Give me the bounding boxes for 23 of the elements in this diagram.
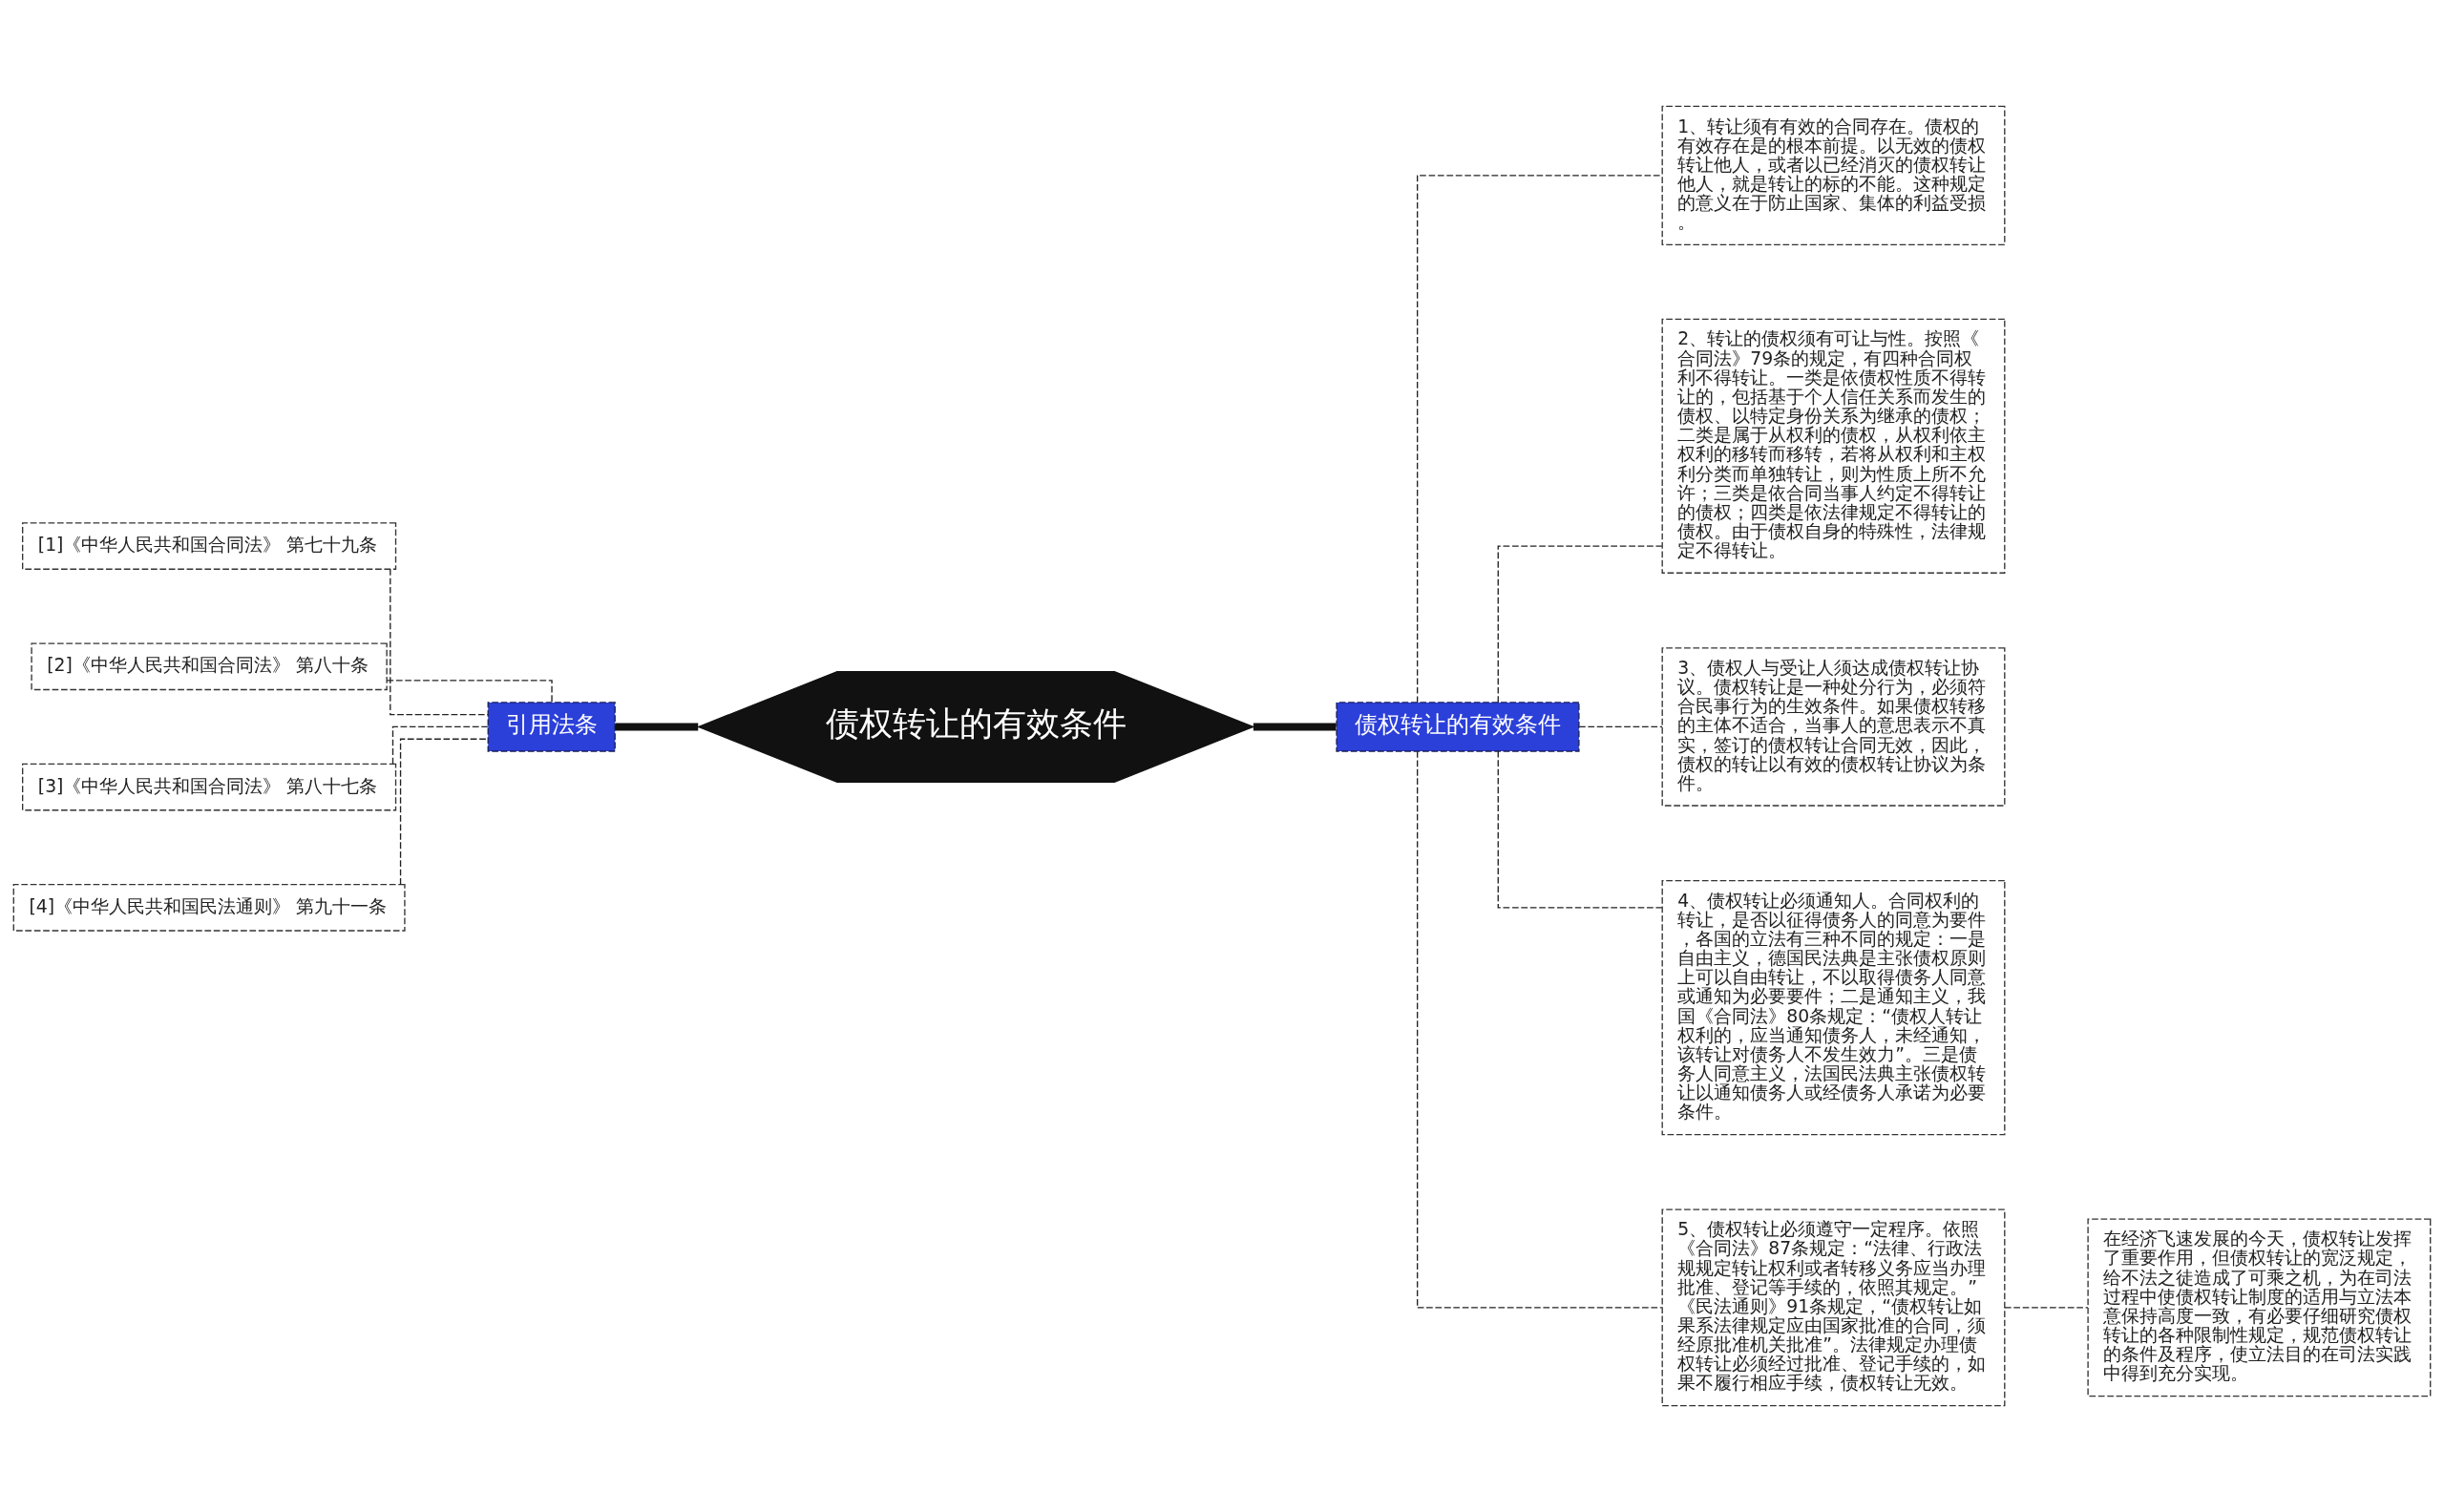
connector xyxy=(615,723,699,731)
connector xyxy=(399,738,489,886)
node-box: [3]《中华人民共和国合同法》 第八十七条 xyxy=(22,763,397,811)
node-box: 债权转让的有效条件 xyxy=(1336,702,1580,752)
node-box: [4]《中华人民共和国民法通则》 第九十一条 xyxy=(12,884,406,932)
node-box: 引用法条 xyxy=(487,702,616,752)
node-box: [2]《中华人民共和国合同法》 第八十条 xyxy=(31,642,388,691)
connector xyxy=(1578,725,1663,728)
node-box: 在经济飞速发展的今天，债权转让发挥了重要作用，但债权转让的宽泛规定，给不法之徒造成了可乘之机，为在司法过程中使债权转让制度的适用与立法本意保持高度一致，有必要仔细研究债权转让的各种限制性规定，规范债权转让的条件及程序，使立法目的在司法实践中得到充分实现。 xyxy=(2087,1218,2432,1397)
connector xyxy=(2004,1307,2089,1309)
node-box: 1、转让须有有效的合同存在。债权的有效存在是的根本前提。以无效的债权转让他人，或者以已经消灭的债权转让他人，就是转让的标的不能。这种规定的意义在于防止国家、集体的利益受损。 xyxy=(1661,105,2006,246)
connector xyxy=(1417,750,1663,1309)
connector xyxy=(1497,545,1663,704)
connector xyxy=(1497,750,1663,909)
node-box: 4、债权转让必须通知人。合同权利的转让，是否以征得债务人的同意为要件，各国的立法有三种不同的规定：一是自由主义，德国民法典是主张债权原则上可以自由转让，不以取得债务人同意或通知为必要要件；二是通知主义，我国《合同法》80条规定：“债权人转让权利的，应当通知债务人，未经通知，该转让对债务人不发生效力”。三是债务人同意主义，法国民法典主张债权转让以通知债务人或经债务人承诺为必要条件。 xyxy=(1661,879,2006,1136)
connector xyxy=(390,568,489,716)
node-box: 3、债权人与受让人须达成债权转让协议。债权转让是一种处分行为，必须符合民事行为的生效条件。如果债权转移的主体不适合，当事人的意思表示不真实，签订的债权转让合同无效，因此，债权的转让以有效的债权转让协议为条件。 xyxy=(1661,647,2006,807)
connector xyxy=(1417,175,1663,704)
node-box: 5、债权转让必须遵守一定程序。依照《合同法》87条规定：“法律、行政法规规定转让权利或者转移义务应当办理批准、登记等手续的，依照其规定。”《民法通则》91条规定，“债权转让如果系法律规定应由国家批准的合同，须经原批准机关批准”。法律规定办理债权转让必须经过批准、登记手续的，如果不履行相应手续，债权转让无效。 xyxy=(1661,1208,2006,1407)
connector xyxy=(1253,723,1337,731)
connector xyxy=(391,725,489,765)
node-box: 2、转让的债权须有可让与性。按照《合同法》79条的规定，有四种合同权利不得转让。一类是依债权性质不得转让的，包括基于个人信任关系而发生的债权、以特定身份关系为继承的债权；二类是属于从权利的债权，从权利依主权利的移转而移转，若将从权利和主权利分类而单独转让，则为性质上所不允许；三类是依合同当事人约定不得转让的债权；四类是依法律规定不得转让的债权。由于债权自身的特殊性，法律规定不得转让。 xyxy=(1661,318,2006,574)
node-box: [1]《中华人民共和国合同法》 第七十九条 xyxy=(22,522,397,570)
